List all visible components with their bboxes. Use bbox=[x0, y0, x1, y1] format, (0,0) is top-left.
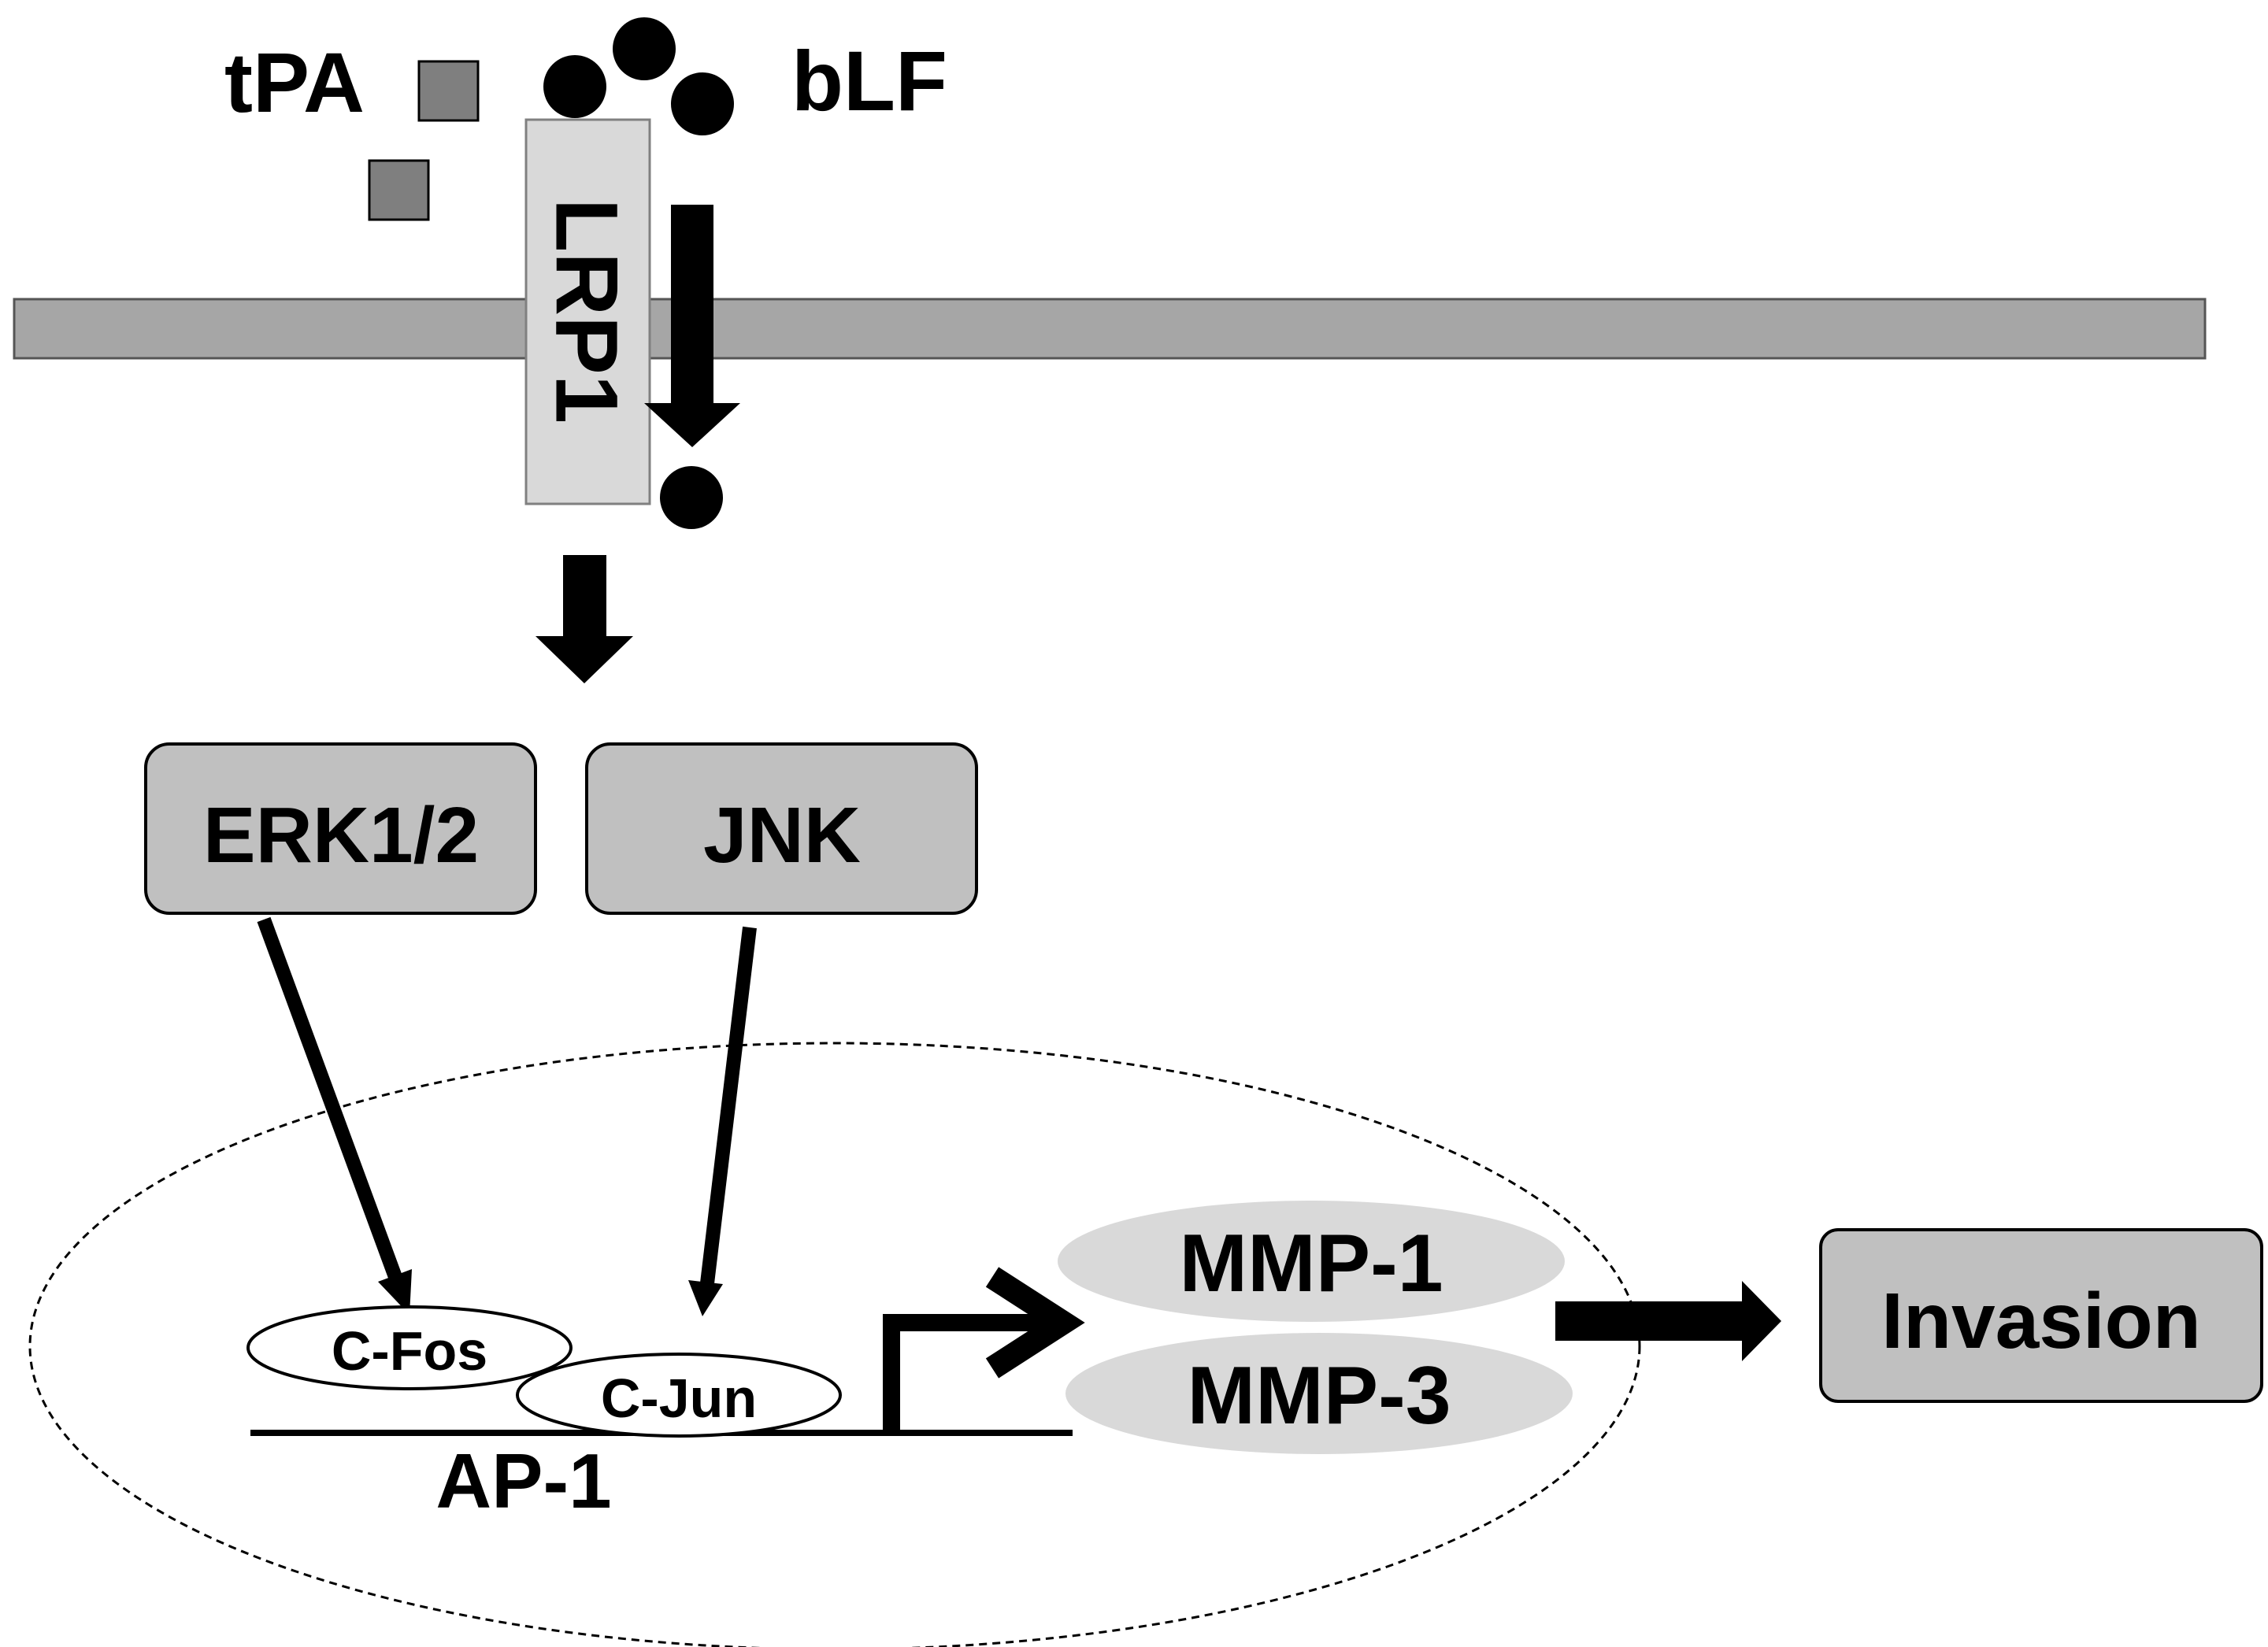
lrp1-label: LRP1 bbox=[538, 198, 636, 424]
cfos-ellipse bbox=[246, 1305, 573, 1390]
jnk-box bbox=[585, 742, 978, 915]
tpa-label: tPA bbox=[224, 35, 365, 130]
cjun-label: C-Jun bbox=[601, 1368, 757, 1429]
erk-box bbox=[144, 742, 537, 915]
tpa-square-top bbox=[417, 60, 480, 122]
invasion-arrow bbox=[1555, 1281, 1781, 1361]
mmp3-ellipse bbox=[1065, 1333, 1573, 1454]
erk-to-cfos-head bbox=[378, 1269, 412, 1315]
invasion-label: Invasion bbox=[1881, 1277, 2201, 1365]
erk-label: ERK1/2 bbox=[203, 791, 479, 879]
invasion-box bbox=[1819, 1228, 2263, 1403]
mmp1-label: MMP-1 bbox=[1179, 1218, 1443, 1309]
jnk-to-cjun-line bbox=[700, 926, 757, 1285]
tpa-square-bottom bbox=[368, 159, 430, 221]
nucleus-boundary bbox=[28, 1042, 1641, 1647]
erk-to-cfos-line bbox=[257, 916, 402, 1280]
cell-membrane bbox=[13, 298, 2207, 360]
cfos-label: C-Fos bbox=[332, 1320, 487, 1382]
lrp1-receptor bbox=[524, 118, 651, 505]
cjun-ellipse bbox=[516, 1353, 842, 1438]
lrp1-signal-arrow bbox=[536, 555, 633, 683]
ap1-label: AP-1 bbox=[435, 1438, 611, 1524]
blf-dot-2 bbox=[613, 17, 676, 80]
blf-dot-1 bbox=[543, 55, 606, 118]
internalization-arrow bbox=[644, 205, 740, 447]
blf-dot-internalized bbox=[660, 466, 723, 529]
transcription-start-arrow-head bbox=[985, 1267, 1085, 1379]
jnk-label: JNK bbox=[703, 791, 861, 879]
mmp1-ellipse bbox=[1058, 1201, 1565, 1322]
mmp3-label: MMP-3 bbox=[1187, 1350, 1451, 1442]
transcription-start-arrow bbox=[883, 1314, 1047, 1433]
jnk-to-cjun-head bbox=[688, 1280, 723, 1316]
blf-label: bLF bbox=[791, 33, 947, 128]
blf-dot-3 bbox=[671, 72, 734, 135]
